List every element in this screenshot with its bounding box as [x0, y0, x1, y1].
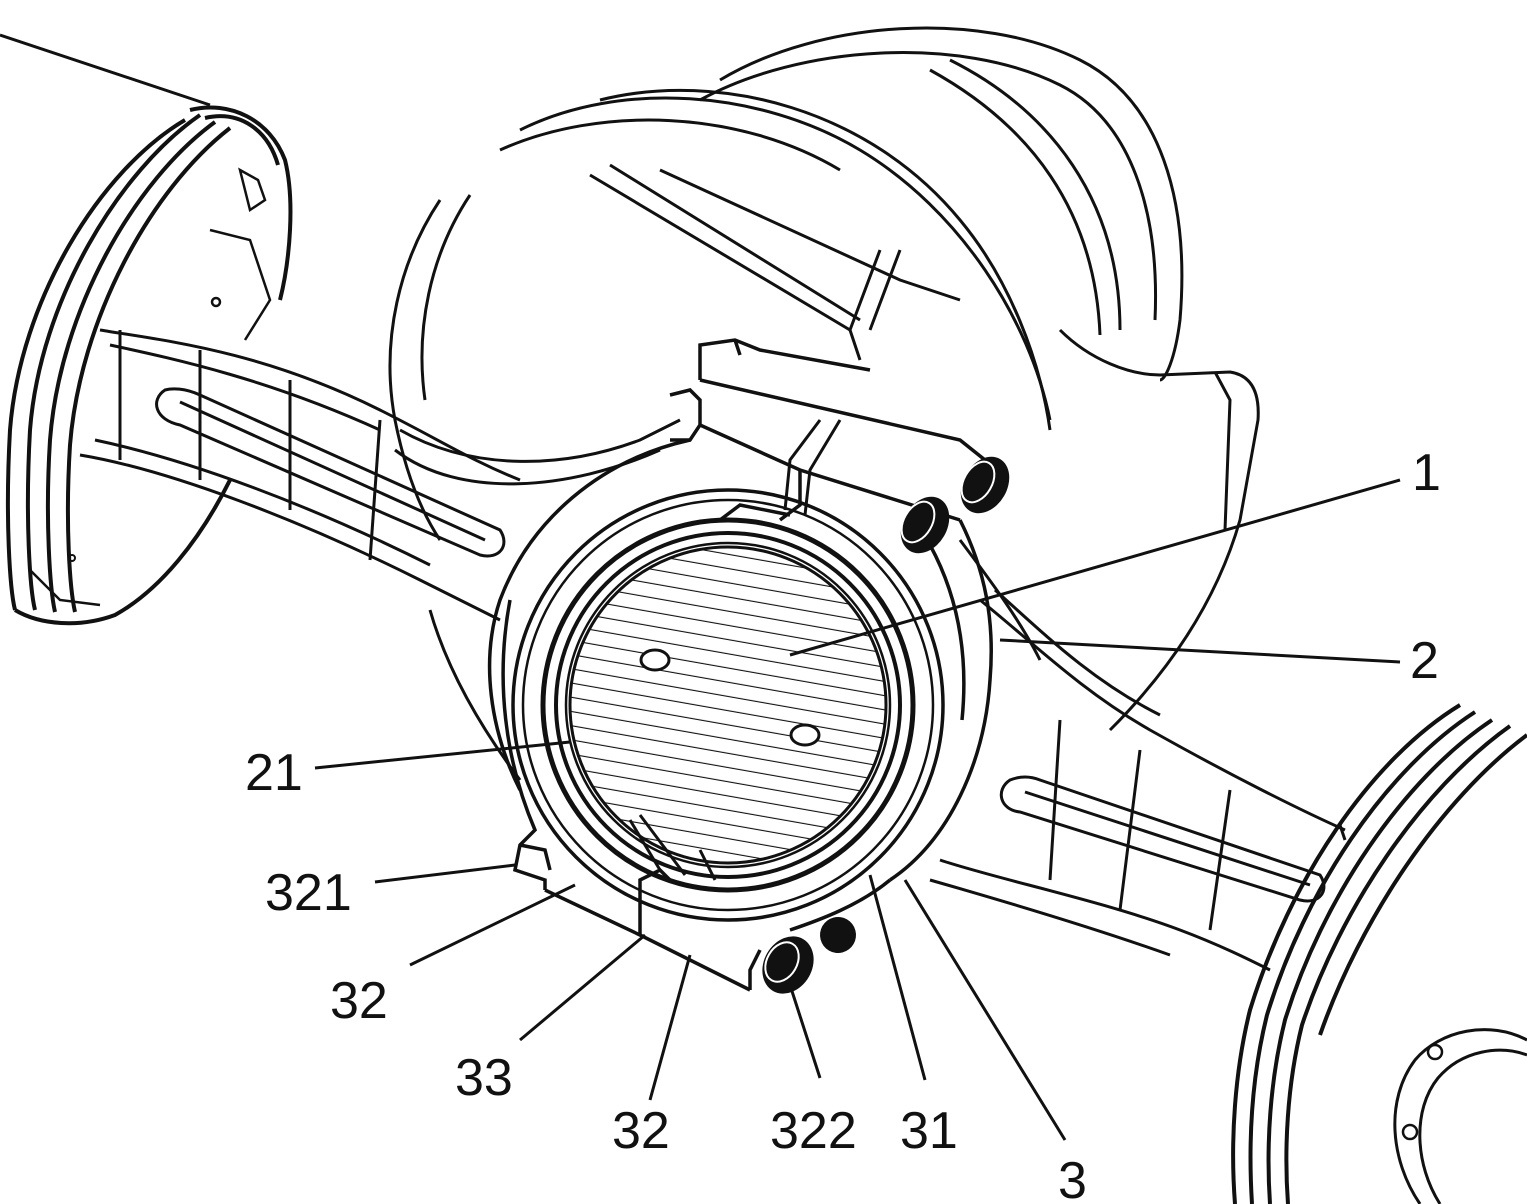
left-piston	[0, 33, 293, 626]
bolt-top-2	[900, 496, 950, 554]
label-21: 21	[245, 744, 303, 802]
reference-labels: 1 2 21 321 32 33 32 322 31 3	[245, 444, 1441, 1204]
bolt-bottom-1	[762, 936, 814, 994]
leader-31	[868, 874, 927, 1081]
right-piston	[1231, 703, 1527, 1204]
label-1: 1	[1412, 444, 1441, 502]
big-end-housing	[487, 338, 993, 992]
leader-321	[374, 863, 516, 884]
bolt-top-1	[960, 456, 1010, 514]
label-322: 322	[770, 1102, 857, 1160]
label-32-left: 32	[330, 972, 388, 1030]
leader-3	[903, 879, 1067, 1141]
label-321: 321	[265, 864, 352, 922]
label-2: 2	[1410, 632, 1439, 690]
crank-pin-section	[568, 545, 888, 865]
leader-1	[789, 478, 1401, 657]
leader-33	[519, 933, 646, 1042]
left-connecting-rod	[79, 328, 681, 622]
crank-drum	[699, 26, 1260, 732]
leader-32-bottom	[648, 954, 692, 1101]
leader-21	[314, 740, 571, 770]
label-31: 31	[900, 1102, 958, 1160]
crank-hub	[388, 88, 1052, 781]
leader-2	[999, 638, 1401, 664]
label-33: 33	[455, 1049, 513, 1107]
label-32-bottom: 32	[612, 1102, 670, 1160]
leader-32-left	[409, 883, 576, 967]
bolt-bottom-2	[820, 917, 856, 953]
label-3: 3	[1058, 1152, 1087, 1204]
right-connecting-rod	[929, 539, 1347, 972]
leader-322	[788, 984, 822, 1079]
leader-lines	[314, 478, 1401, 1141]
bearing-rings	[511, 488, 945, 922]
